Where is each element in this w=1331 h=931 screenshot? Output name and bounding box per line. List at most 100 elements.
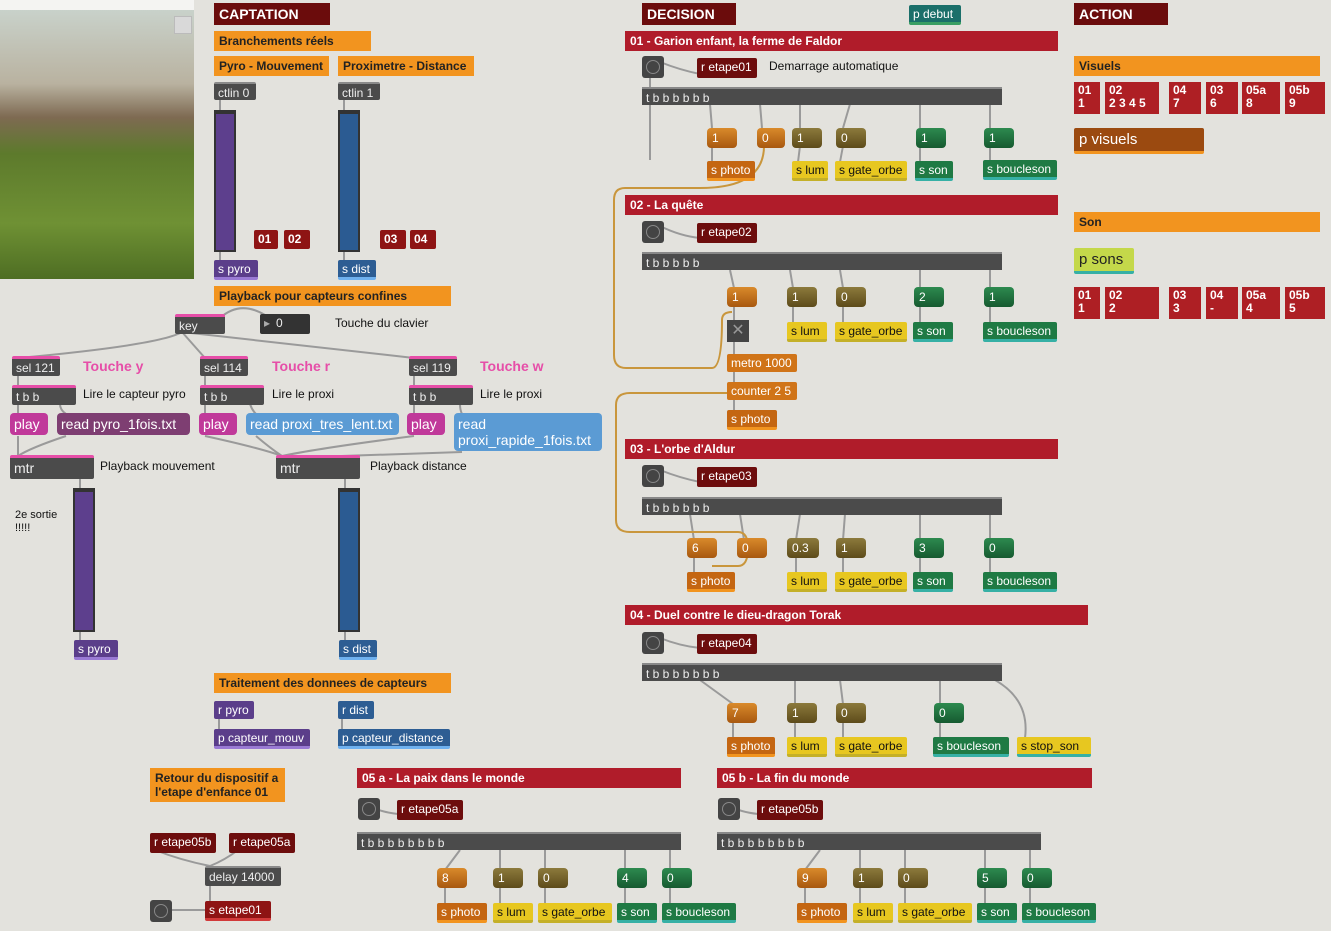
dist-slider[interactable] [338, 110, 360, 252]
msg-03-button[interactable]: 03 [380, 230, 406, 249]
visuels-msg-05b[interactable]: 05b 9 [1285, 82, 1325, 114]
pyro-slider[interactable] [214, 110, 236, 252]
r-etape01-object[interactable]: r etape01 [697, 58, 757, 78]
etape04-s-gate[interactable]: s gate_orbe [835, 737, 907, 757]
etape04-num-lum[interactable]: 1 [787, 703, 817, 723]
sel-121-object[interactable]: sel 121 [12, 356, 60, 376]
counter-object[interactable]: counter 2 5 [727, 382, 797, 400]
s-etape01-object[interactable]: s etape01 [205, 901, 271, 921]
etape05b-num-lum[interactable]: 1 [853, 868, 883, 888]
etape01-s-photo[interactable]: s photo [707, 161, 755, 181]
etape03-num-boucle[interactable]: 0 [984, 538, 1014, 558]
s-pyro-object[interactable]: s pyro [214, 260, 258, 280]
etape03-s-gate[interactable]: s gate_orbe [835, 572, 907, 592]
etape04-bang[interactable] [642, 632, 664, 654]
etape05a-bang[interactable] [358, 798, 380, 820]
etape05b-bang[interactable] [718, 798, 740, 820]
tbb-w-object[interactable]: t b b [409, 385, 473, 405]
etape04-trigger[interactable]: t b b b b b b b [642, 663, 1002, 681]
play-r-button[interactable]: play [199, 413, 237, 435]
visuels-msg-05a[interactable]: 05a 8 [1242, 82, 1280, 114]
msg-02-button[interactable]: 02 [284, 230, 310, 249]
read-proxi-lent-button[interactable]: read proxi_tres_lent.txt [246, 413, 399, 435]
r-etape05a-object[interactable]: r etape05a [397, 800, 463, 820]
etape05a-s-lum[interactable]: s lum [493, 903, 533, 923]
etape02-num-son[interactable]: 2 [914, 287, 944, 307]
son-msg-05a[interactable]: 05a 4 [1242, 287, 1280, 319]
s-dist-playback-object[interactable]: s dist [339, 640, 377, 660]
key-number-box[interactable]: ▸0 [260, 314, 310, 334]
etape05a-num-son[interactable]: 4 [617, 868, 647, 888]
etape05a-num-photo[interactable]: 8 [437, 868, 467, 888]
etape02-num-boucle[interactable]: 1 [984, 287, 1014, 307]
p-visuels-object[interactable]: p visuels [1074, 128, 1204, 154]
etape05b-s-son[interactable]: s son [977, 903, 1017, 923]
ctlin1-object[interactable]: ctlin 1 [338, 82, 380, 100]
etape01-s-boucle[interactable]: s boucleson [983, 160, 1057, 180]
sel-114-object[interactable]: sel 114 [200, 356, 248, 376]
etape03-num-photo[interactable]: 6 [687, 538, 717, 558]
metro-object[interactable]: metro 1000 [727, 354, 797, 372]
visuels-msg-04[interactable]: 04 7 [1169, 82, 1201, 114]
etape05a-num-lum[interactable]: 1 [493, 868, 523, 888]
etape04-num-gate[interactable]: 0 [836, 703, 866, 723]
son-msg-03[interactable]: 03 3 [1169, 287, 1201, 319]
etape05b-s-photo[interactable]: s photo [797, 903, 847, 923]
etape03-s-boucle[interactable]: s boucleson [983, 572, 1057, 592]
r-etape02-object[interactable]: r etape02 [697, 223, 757, 243]
etape01-s-son[interactable]: s son [915, 161, 953, 181]
visuels-msg-02[interactable]: 02 2 3 4 5 [1105, 82, 1159, 114]
etape04-num-photo[interactable]: 7 [727, 703, 757, 723]
delay-object[interactable]: delay 14000 [205, 866, 281, 886]
etape03-s-lum[interactable]: s lum [787, 572, 827, 592]
key-object[interactable]: key [175, 314, 225, 334]
etape03-s-photo[interactable]: s photo [687, 572, 735, 592]
s-pyro-playback-object[interactable]: s pyro [74, 640, 118, 660]
pyro-playback-slider[interactable] [73, 488, 95, 632]
son-msg-02[interactable]: 02 2 [1105, 287, 1159, 319]
etape01-num-boucle[interactable]: 1 [984, 128, 1014, 148]
r-etape04-object[interactable]: r etape04 [697, 634, 757, 654]
tbb-y-object[interactable]: t b b [12, 385, 76, 405]
read-pyro-button[interactable]: read pyro_1fois.txt [57, 413, 190, 435]
etape02-num-gate[interactable]: 0 [836, 287, 866, 307]
etape01-s-gate[interactable]: s gate_orbe [835, 161, 907, 181]
ctlin0-object[interactable]: ctlin 0 [214, 82, 256, 100]
etape01-num-son[interactable]: 1 [916, 128, 946, 148]
r-etape05b-object[interactable]: r etape05b [757, 800, 823, 820]
son-msg-05b[interactable]: 05b 5 [1285, 287, 1325, 319]
msg-04-button[interactable]: 04 [410, 230, 436, 249]
etape05b-num-gate[interactable]: 0 [898, 868, 928, 888]
p-capteur-distance-object[interactable]: p capteur_distance [338, 729, 450, 749]
r-etape05a-retour[interactable]: r etape05a [229, 833, 295, 853]
retour-bang[interactable] [150, 900, 172, 922]
etape04-num-boucle[interactable]: 0 [934, 703, 964, 723]
etape05b-trigger[interactable]: t b b b b b b b b [717, 832, 1041, 850]
msg-01-button[interactable]: 01 [254, 230, 278, 249]
etape03-num-gate[interactable]: 1 [836, 538, 866, 558]
etape05b-num-boucle[interactable]: 0 [1022, 868, 1052, 888]
etape03-bang[interactable] [642, 465, 664, 487]
etape05a-num-boucle[interactable]: 0 [662, 868, 692, 888]
visuels-msg-01[interactable]: 01 1 [1074, 82, 1100, 114]
etape02-s-boucle[interactable]: s boucleson [983, 322, 1057, 342]
mtr-mouv-object[interactable]: mtr [10, 455, 94, 479]
etape03-trigger[interactable]: t b b b b b b [642, 497, 1002, 515]
etape05a-s-boucle[interactable]: s boucleson [662, 903, 736, 923]
sel-119-object[interactable]: sel 119 [409, 356, 457, 376]
etape01-num-metro[interactable]: 0 [757, 128, 785, 148]
p-sons-object[interactable]: p sons [1074, 248, 1134, 274]
etape02-num-photo[interactable]: 1 [727, 287, 757, 307]
etape01-bang[interactable] [642, 56, 664, 78]
dist-playback-slider[interactable] [338, 488, 360, 632]
etape01-num-lum[interactable]: 1 [792, 128, 822, 148]
r-pyro-object[interactable]: r pyro [214, 701, 254, 719]
tbb-r-object[interactable]: t b b [200, 385, 264, 405]
etape05a-s-photo[interactable]: s photo [437, 903, 487, 923]
etape03-num-metro[interactable]: 0 [737, 538, 767, 558]
p-capteur-mouv-object[interactable]: p capteur_mouv [214, 729, 310, 749]
etape01-s-lum[interactable]: s lum [792, 161, 828, 181]
etape01-trigger[interactable]: t b b b b b b [642, 87, 1002, 105]
mtr-dist-object[interactable]: mtr [276, 455, 360, 479]
etape05b-num-son[interactable]: 5 [977, 868, 1007, 888]
